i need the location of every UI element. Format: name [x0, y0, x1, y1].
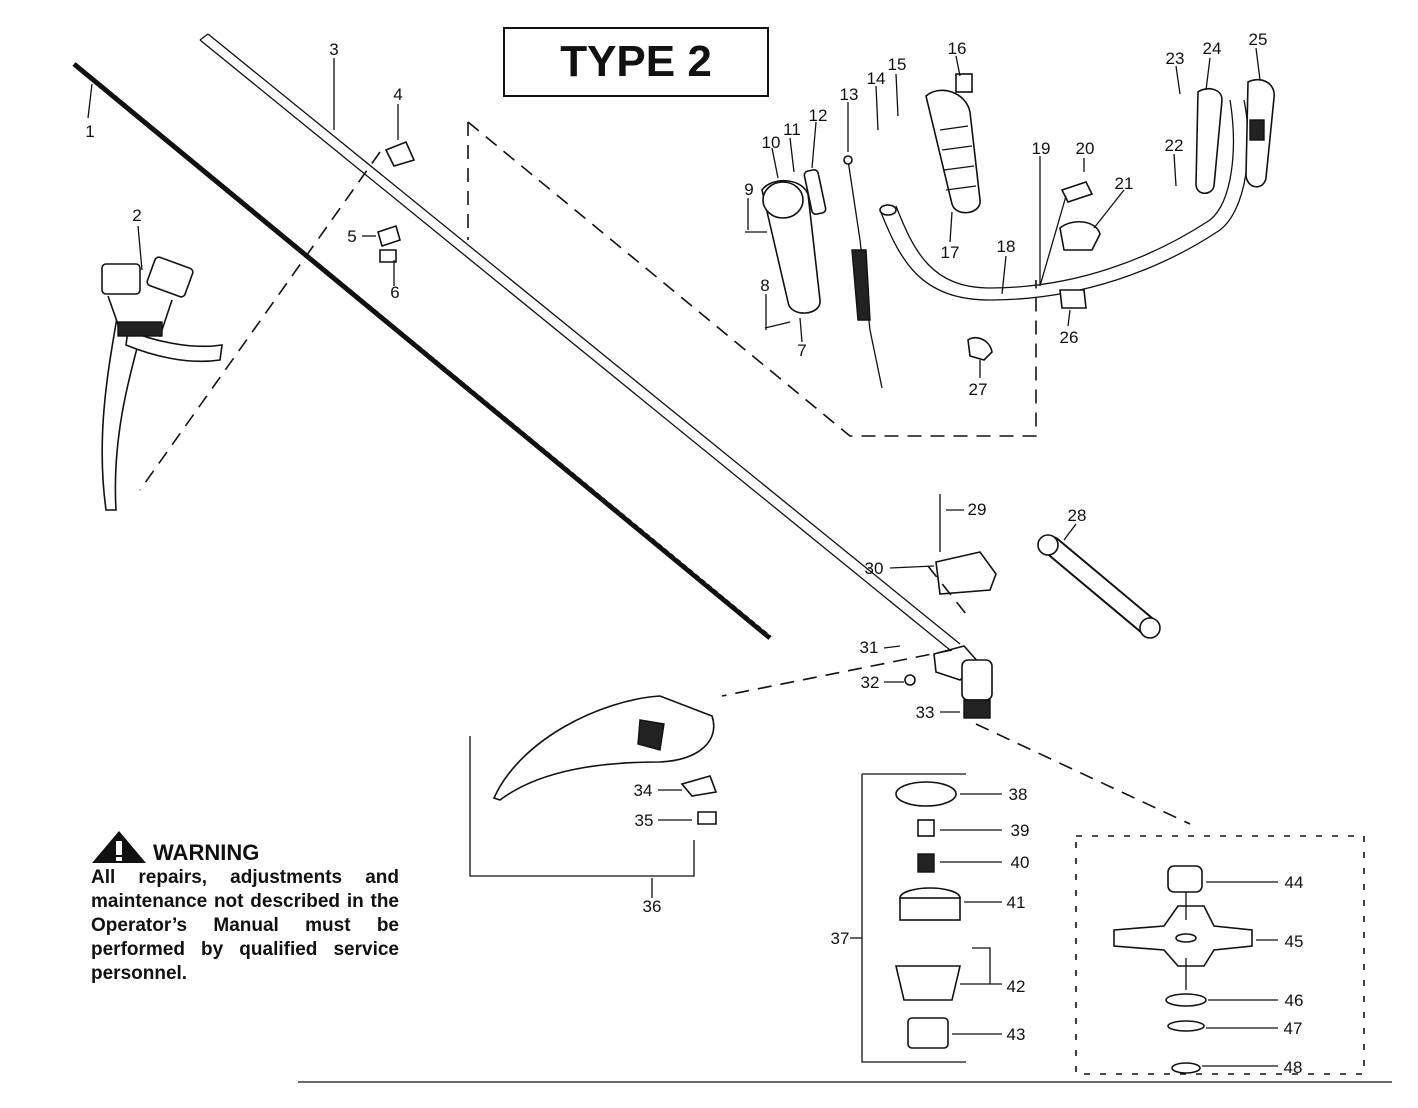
callout-22: 22 — [1165, 136, 1184, 155]
callout-44: 44 — [1285, 873, 1304, 892]
blade-kit — [1113, 865, 1253, 1074]
gear-head — [904, 494, 997, 719]
callout-19: 19 — [1032, 139, 1051, 158]
callout-47: 47 — [1284, 1019, 1303, 1038]
bracket-lines — [298, 736, 1392, 1083]
callout-43: 43 — [1007, 1025, 1026, 1044]
callout-36: 36 — [643, 897, 662, 916]
callout-39: 39 — [1011, 821, 1030, 840]
callout-20: 20 — [1076, 139, 1095, 158]
callout-14: 14 — [867, 69, 886, 88]
callout-35: 35 — [635, 811, 654, 830]
callout-labels: 1 2 3 4 5 6 7 8 9 10 11 12 13 14 15 16 1… — [85, 30, 1303, 1077]
callout-4: 4 — [393, 85, 402, 104]
callout-28: 28 — [1068, 506, 1087, 525]
callout-11: 11 — [783, 120, 801, 139]
callout-12: 12 — [809, 106, 828, 125]
callout-32: 32 — [861, 673, 880, 692]
warning-triangle-icon — [92, 831, 146, 863]
throttle-handle — [745, 168, 827, 329]
handlebar — [879, 99, 1249, 301]
callout-25: 25 — [1249, 30, 1268, 49]
shaft-tube — [199, 33, 961, 651]
callout-15: 15 — [888, 55, 907, 74]
warning-body-text: All repairs, adjustments and maintenance… — [91, 867, 399, 984]
drive-shaft — [72, 61, 773, 640]
callout-41: 41 — [1007, 893, 1026, 912]
callout-24: 24 — [1203, 39, 1222, 58]
callout-40: 40 — [1011, 853, 1030, 872]
leader-lines — [87, 47, 1278, 1067]
callout-46: 46 — [1285, 991, 1304, 1010]
callout-33: 33 — [916, 703, 935, 722]
callout-10: 10 — [762, 133, 781, 152]
warning-notice: WARNING All repairs, adjustments and mai… — [91, 830, 399, 986]
warning-heading-text: WARNING — [153, 840, 260, 865]
callout-30: 30 — [865, 559, 884, 578]
callout-38: 38 — [1009, 785, 1028, 804]
callout-2: 2 — [132, 206, 141, 225]
callout-34: 34 — [634, 781, 653, 800]
handlebar-clamps — [967, 181, 1101, 361]
callout-45: 45 — [1285, 932, 1304, 951]
callout-29: 29 — [968, 500, 987, 519]
callout-26: 26 — [1060, 328, 1079, 347]
callout-6: 6 — [390, 283, 399, 302]
callout-3: 3 — [329, 40, 338, 59]
callout-48: 48 — [1284, 1058, 1303, 1077]
wrench — [1037, 534, 1161, 639]
callout-9: 9 — [744, 180, 753, 199]
throttle-cable — [843, 155, 883, 389]
callout-31: 31 — [860, 638, 879, 657]
harness — [101, 256, 223, 511]
rear-handle — [925, 73, 981, 214]
diagram-title: TYPE 2 — [503, 27, 769, 97]
callout-37: 37 — [831, 929, 850, 948]
callout-16: 16 — [948, 39, 967, 58]
callout-18: 18 — [997, 237, 1016, 256]
callout-21: 21 — [1115, 174, 1134, 193]
assembly-lines — [139, 121, 1191, 825]
callout-42: 42 — [1007, 977, 1026, 996]
callout-8: 8 — [760, 276, 769, 295]
trimmer-head — [894, 781, 962, 1049]
callout-23: 23 — [1166, 49, 1185, 68]
callout-5: 5 — [347, 227, 356, 246]
callout-7: 7 — [797, 341, 806, 360]
blade-guard — [492, 695, 718, 825]
callout-13: 13 — [840, 85, 859, 104]
callout-27: 27 — [969, 380, 988, 399]
warning-heading: WARNING — [91, 830, 399, 864]
handlebar-grips — [1195, 78, 1275, 195]
shaft-clips — [377, 140, 416, 263]
callout-1: 1 — [85, 122, 94, 141]
callout-17: 17 — [941, 243, 960, 262]
